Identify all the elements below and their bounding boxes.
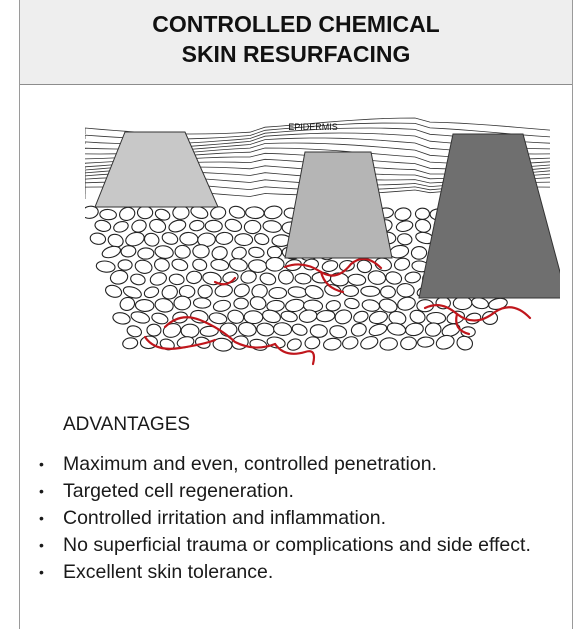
list-item: •No superficial trauma or complications … [37, 533, 567, 558]
advantages-heading: ADVANTAGES [63, 414, 190, 436]
bullet-icon: • [39, 479, 44, 504]
title-header: CONTROLLED CHEMICAL SKIN RESURFACING [20, 0, 572, 85]
title-line-1: CONTROLLED CHEMICAL [152, 9, 439, 39]
list-item: •Excellent skin tolerance. [37, 560, 567, 585]
skin-cross-section-diagram: EPIDERMIS [85, 112, 560, 370]
title-line-2: SKIN RESURFACING [152, 39, 439, 69]
bullet-icon: • [39, 533, 44, 558]
list-item: •Maximum and even, controlled penetratio… [37, 452, 567, 477]
bullet-icon: • [39, 452, 44, 477]
list-item: •Targeted cell regeneration. [37, 479, 567, 504]
slide-card: CONTROLLED CHEMICAL SKIN RESURFACING EPI… [19, 0, 573, 629]
bullet-icon: • [39, 560, 44, 585]
advantages-list: •Maximum and even, controlled penetratio… [37, 452, 567, 587]
page-title: CONTROLLED CHEMICAL SKIN RESURFACING [152, 9, 439, 69]
bullet-icon: • [39, 506, 44, 531]
list-item: •Controlled irritation and inflammation. [37, 506, 567, 531]
epidermis-label: EPIDERMIS [288, 122, 338, 132]
